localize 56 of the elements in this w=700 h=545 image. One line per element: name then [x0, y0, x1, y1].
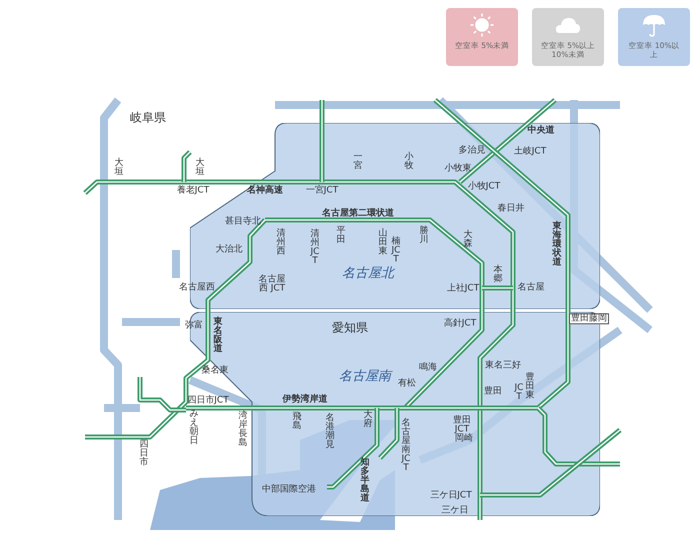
- place-label: 土岐JCT: [514, 147, 546, 157]
- place-label: 大垣: [114, 159, 124, 177]
- place-label: 小牧東: [444, 164, 472, 174]
- road-name: 東海環状道: [552, 222, 562, 268]
- place-label: 有松: [398, 379, 416, 389]
- place-label: 清州西: [276, 230, 286, 256]
- place-label: 岡崎: [455, 434, 473, 444]
- road-name: 名神高速: [247, 186, 283, 196]
- place-label: 名港潮見: [324, 414, 336, 450]
- place-label: 湾岸長島: [238, 412, 248, 448]
- place-label: 豊田東: [524, 374, 536, 400]
- place-label: 名古屋南JCT: [400, 419, 412, 473]
- place-label: 大治北: [216, 245, 242, 255]
- place-label: 愛知県: [332, 322, 368, 334]
- place-label: JCT: [514, 384, 524, 402]
- road-name: 伊勢湾岸道: [282, 395, 328, 405]
- place-label: 多治見: [458, 146, 486, 156]
- road-name: 知多半島道: [360, 458, 370, 504]
- place-label: 名古屋西 JCT: [258, 276, 286, 294]
- place-label: 桑名東: [202, 366, 228, 376]
- place-label: 平田: [336, 227, 346, 245]
- place-label: 名古屋: [518, 283, 544, 293]
- place-label: 本郷: [492, 266, 504, 284]
- place-label: 勝川: [418, 227, 430, 245]
- place-label: 飛島: [292, 413, 302, 431]
- road-name: 中央道: [528, 126, 554, 136]
- place-label: 小牧: [404, 153, 414, 171]
- road-name: 名古屋第二環状道: [322, 209, 394, 219]
- region-label: 名古屋北: [342, 265, 394, 282]
- place-label: 一宮JCT: [306, 186, 338, 196]
- place-label: 楠JCT: [390, 238, 402, 264]
- place-label: 大垣: [194, 159, 206, 177]
- region-label: 名古屋南: [339, 368, 391, 385]
- place-label: 小牧JCT: [468, 182, 500, 192]
- place-label: 三ケ日JCT: [430, 491, 472, 501]
- place-label: 清州JCT: [310, 230, 320, 266]
- place-label: 大森: [462, 231, 474, 249]
- place-label: 中部国際空港: [262, 485, 316, 495]
- place-label: 鳴海: [419, 363, 437, 373]
- road-name: 東名阪道: [212, 318, 224, 354]
- place-label: 豊田藤岡: [569, 313, 609, 325]
- place-label: 豊田: [484, 387, 502, 397]
- place-label: 上社JCT: [446, 284, 480, 294]
- place-label: 高針JCT: [444, 319, 476, 329]
- place-label: 養老JCT: [176, 186, 210, 196]
- place-label: 大府: [362, 411, 374, 429]
- place-label: 一宮: [352, 153, 364, 171]
- place-label: 岐阜県: [130, 112, 166, 124]
- place-label: 四日市JCT: [187, 396, 229, 406]
- place-label: 山田東: [378, 230, 388, 256]
- place-label: 甚目寺北: [225, 217, 261, 227]
- place-label: 四日市: [138, 440, 150, 468]
- place-label: みえ朝日: [188, 410, 200, 446]
- place-label: 春日井: [498, 204, 524, 214]
- place-label: 三ケ日: [442, 506, 468, 516]
- place-label: 東名三好: [485, 361, 521, 371]
